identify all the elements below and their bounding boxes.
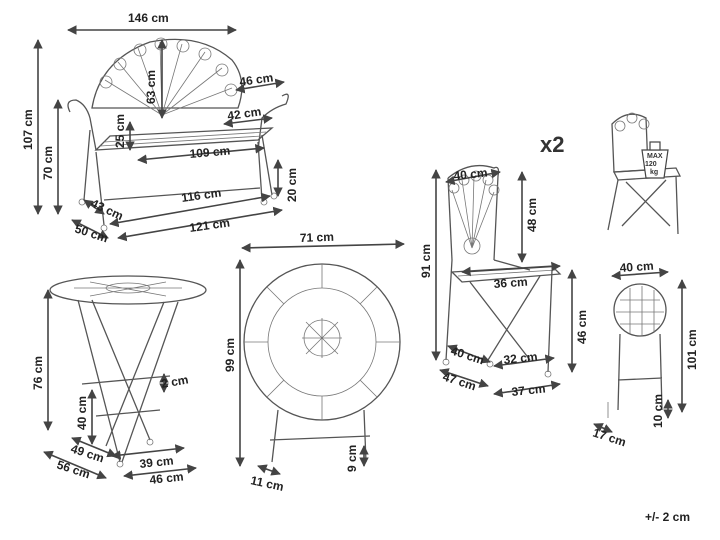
bench-armrest-inner-label: 42 cm	[226, 104, 262, 123]
table-height-label: 76 cm	[31, 356, 45, 390]
table-depth-outer-label: 56 cm	[55, 458, 92, 482]
chair-load-illustration: MAX 120 kg	[607, 112, 682, 235]
table-folded-depth-label: 11 cm	[249, 473, 285, 494]
table-top-width-label: 71 cm	[300, 230, 334, 245]
bench-legs	[83, 129, 273, 226]
table-base-outer-label: 46 cm	[149, 470, 184, 487]
bench-base-width-label: 121 cm	[188, 215, 230, 235]
folded-chair-base-label: 10 cm	[651, 394, 665, 428]
chair-back-fan	[448, 170, 500, 255]
chair-base-width-label: 37 cm	[511, 382, 546, 399]
bench-backrest-height-label: 63 cm	[144, 70, 158, 104]
bench-backrest-fan	[91, 37, 243, 116]
tolerance-note: +/- 2 cm	[644, 510, 690, 524]
bench-leg-height-label: 20 cm	[285, 168, 299, 202]
chair-drawing: x2 40 cm 48 cm 36 cm 91 cm 46 cm 40 cm 3	[419, 112, 699, 450]
bench-seat-height-label: 70 cm	[41, 146, 55, 180]
chair-height-label: 91 cm	[419, 244, 433, 278]
bench-total-height-label: 107 cm	[21, 109, 35, 150]
folded-chair-height-label: 101 cm	[685, 329, 699, 370]
table-top	[49, 275, 207, 305]
bench-armrest-depth-label: 46 cm	[238, 70, 274, 89]
folded-table-drawing: 71 cm 99 cm 11 cm 9 cm	[223, 230, 405, 494]
max-load-value: 120	[645, 161, 657, 168]
chair-quantity-label: x2	[540, 132, 564, 157]
bench-seat	[94, 127, 274, 151]
chair-back-width-label: 40 cm	[453, 166, 488, 183]
table-legs	[77, 299, 179, 463]
table-base-inner-label: 39 cm	[139, 454, 174, 471]
chair-back-height-label: 48 cm	[525, 198, 539, 232]
bench-drawing: 146 cm 63 cm 46 cm 42 cm 25 cm 109 cm 10…	[21, 11, 299, 245]
bench-seat-width-label: 109 cm	[189, 143, 231, 160]
chair-leg-inner-label: 32 cm	[503, 350, 538, 367]
folded-chair-depth-label: 17 cm	[591, 426, 628, 450]
table-drawing: 76 cm 2 cm 40 cm 49 cm 39 cm 56 cm 46 cm…	[31, 230, 405, 494]
bench-leg-span-label: 116 cm	[180, 186, 222, 205]
max-load-label: MAX	[647, 153, 663, 160]
table-folded-base-label: 9 cm	[345, 445, 359, 472]
folded-chair-width-label: 40 cm	[619, 259, 654, 275]
chair-seat-depth-label: 40 cm	[449, 344, 486, 368]
folded-chair-drawing: 40 cm 101 cm 17 cm 10 cm	[591, 259, 699, 450]
bench-width-label: 146 cm	[128, 11, 169, 25]
table-frame-gap-label: 2 cm	[160, 372, 189, 391]
bench-left-armrest	[67, 99, 97, 151]
chair-base-depth-label: 47 cm	[441, 370, 478, 394]
table-inner-height-label: 40 cm	[75, 396, 89, 430]
max-load-weight-icon	[641, 141, 669, 179]
bench-arm-height-label: 25 cm	[113, 114, 127, 148]
chair-seat-width-label: 36 cm	[493, 275, 528, 291]
table-folded-height-label: 99 cm	[223, 338, 237, 372]
max-load-unit: kg	[650, 169, 658, 176]
chair-seat-height-label: 46 cm	[575, 310, 589, 344]
